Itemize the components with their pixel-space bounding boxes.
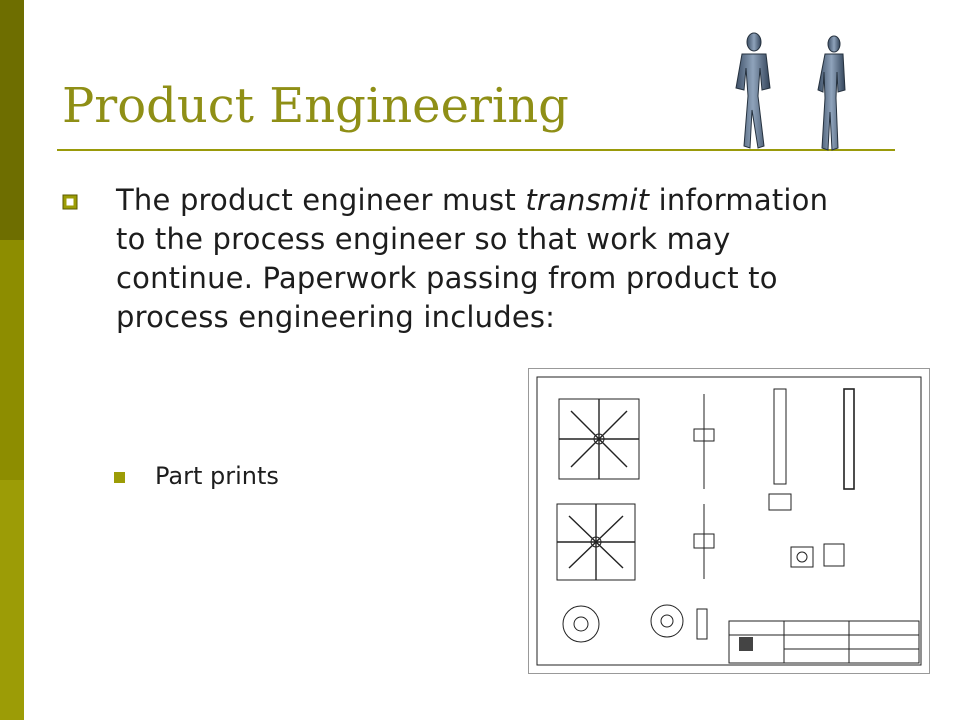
side-bar-top: [0, 0, 24, 240]
sub-bullet-icon: [114, 472, 125, 483]
engineering-drawing-image: [528, 368, 930, 674]
side-bar-middle: [0, 240, 24, 480]
slide-title: Product Engineering: [62, 78, 569, 134]
square-bullet-icon: [62, 194, 78, 210]
sub-item-part-prints: Part prints: [155, 462, 279, 490]
title-underline: [57, 149, 895, 151]
side-bar-bottom: [0, 480, 24, 720]
robot-figures-icon: [735, 32, 846, 151]
body-text-emphasis: transmit: [525, 183, 650, 217]
body-text-prefix: The product engineer must: [116, 183, 526, 217]
body-paragraph: The product engineer must transmit infor…: [116, 181, 836, 337]
body-text-suffix: information to the process engineer so t…: [116, 183, 829, 334]
